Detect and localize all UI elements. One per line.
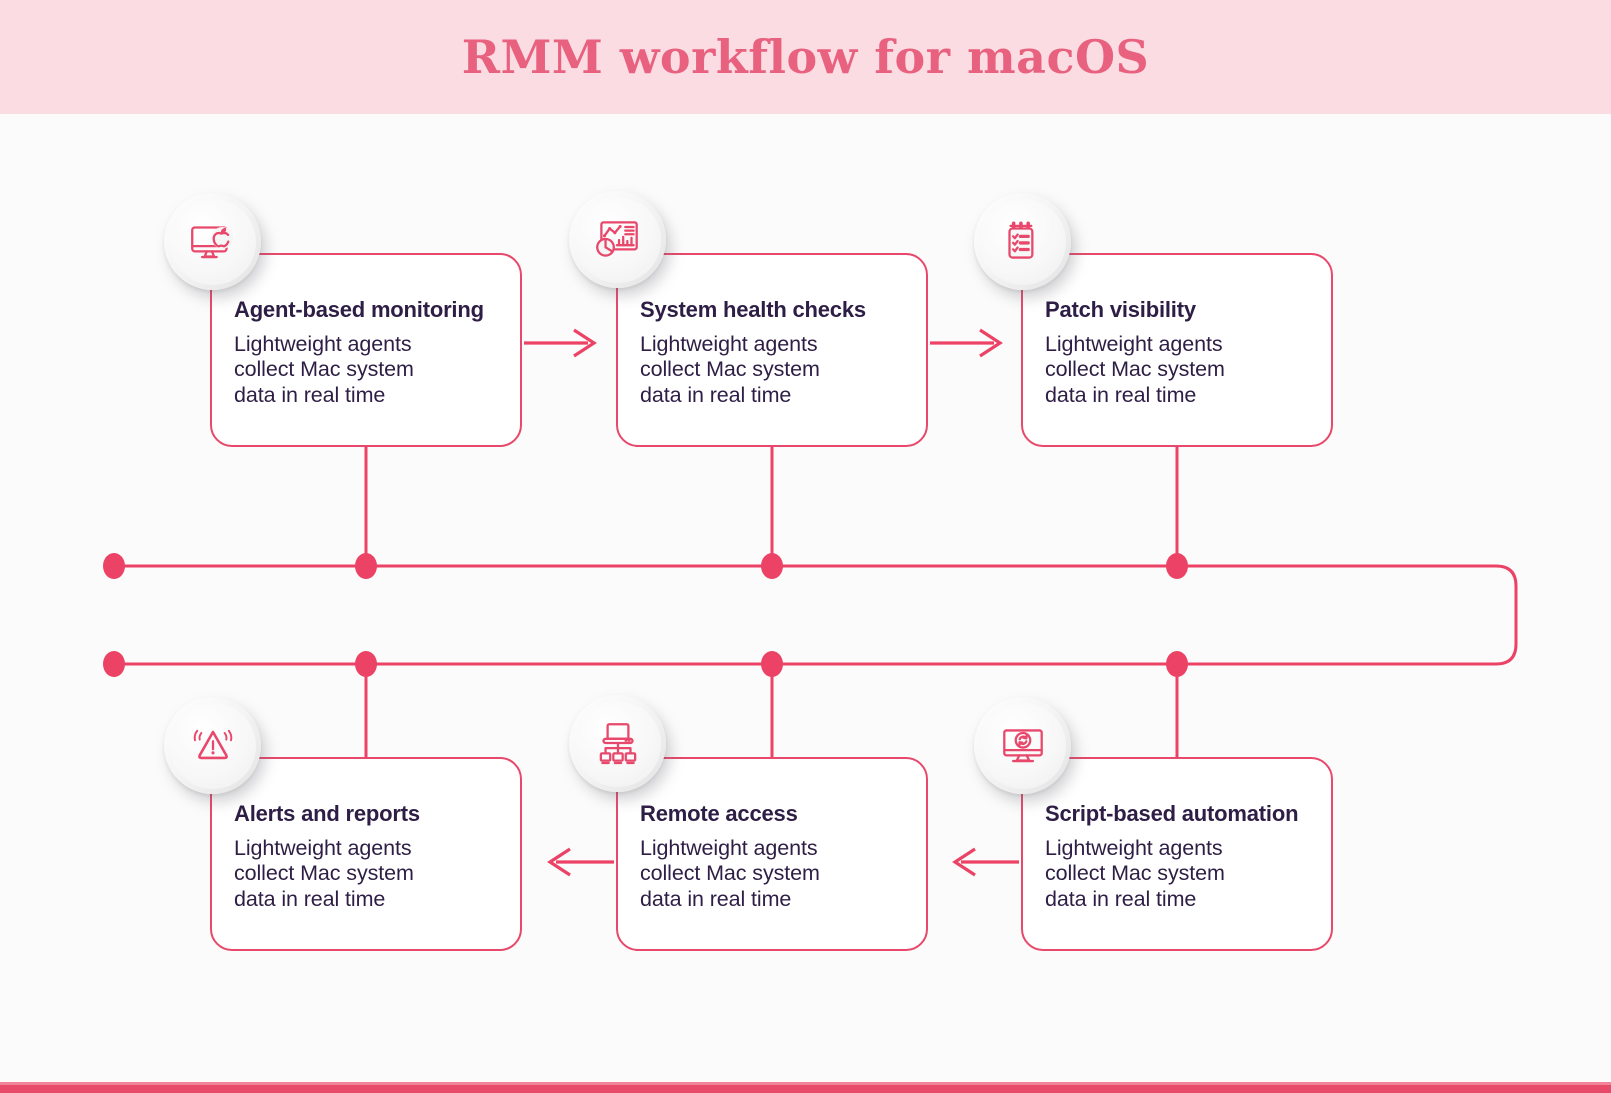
arrow-right-1 (524, 328, 597, 358)
card-title: Alerts and reports (234, 801, 420, 826)
card-title: Patch visibility (1045, 297, 1196, 322)
card-patch-visibility: Patch visibility Lightweight agents coll… (1021, 253, 1333, 447)
arrow-right-2 (930, 328, 1003, 358)
card-title: Remote access (640, 801, 798, 826)
checklist-notepad-icon (1007, 221, 1033, 259)
card-system-health-checks: System health checks Lightweight agents … (616, 253, 928, 447)
card-script-based-automation: Script-based automation Lightweight agen… (1021, 757, 1333, 951)
badge-script-based-automation (974, 697, 1071, 794)
rail-dots (103, 553, 1188, 677)
footer-accent-bar (0, 1082, 1611, 1093)
analytics-dashboard-icon (595, 220, 638, 257)
remote-network-icon (599, 722, 636, 764)
badge-face (574, 700, 661, 787)
card-title: Script-based automation (1045, 801, 1299, 826)
badge-alerts-and-reports (164, 697, 261, 794)
arrow-left-1 (547, 847, 614, 877)
badge-agent-based-monitoring (164, 193, 261, 290)
monitor-sync-icon (1002, 728, 1043, 762)
mac-monitor-apple-icon (190, 225, 233, 258)
page-title: RMM workflow for macOS (461, 30, 1150, 84)
badge-face (169, 198, 256, 285)
badge-face (574, 196, 661, 283)
card-title: System health checks (640, 297, 866, 322)
card-description: Lightweight agents collect Mac system da… (1045, 836, 1225, 911)
rail-path (114, 564, 1518, 666)
card-alerts-and-reports: Alerts and reports Lightweight agents co… (210, 757, 522, 951)
card-description: Lightweight agents collect Mac system da… (640, 332, 820, 407)
badge-system-health-checks (569, 191, 666, 288)
badge-face (979, 198, 1066, 285)
card-description: Lightweight agents collect Mac system da… (1045, 332, 1225, 407)
alert-triangle-icon (193, 729, 232, 759)
badge-face (169, 702, 256, 789)
card-description: Lightweight agents collect Mac system da… (234, 836, 414, 911)
card-description: Lightweight agents collect Mac system da… (234, 332, 414, 407)
card-agent-based-monitoring: Agent-based monitoring Lightweight agent… (210, 253, 522, 447)
header-band: RMM workflow for macOS (0, 0, 1611, 114)
badge-patch-visibility (974, 193, 1071, 290)
badge-remote-access (569, 695, 666, 792)
card-description: Lightweight agents collect Mac system da… (640, 836, 820, 911)
card-remote-access: Remote access Lightweight agents collect… (616, 757, 928, 951)
badge-face (979, 702, 1066, 789)
arrow-left-2 (952, 847, 1019, 877)
card-title: Agent-based monitoring (234, 297, 484, 322)
